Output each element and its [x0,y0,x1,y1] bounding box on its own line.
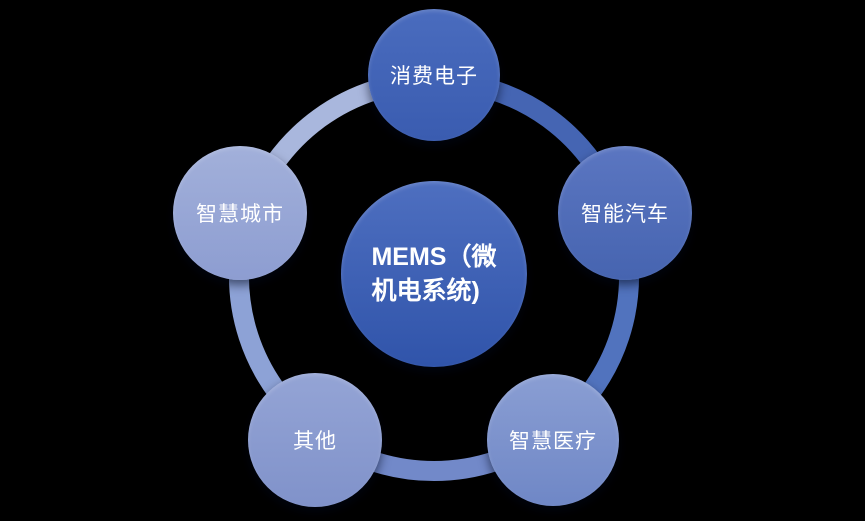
node-smart-vehicle: 智能汽车 [558,146,692,280]
node-mems-center: MEMS（微 机电系统) [341,181,527,367]
node-label-smart-healthcare: 智慧医疗 [509,430,597,453]
node-label-smart-vehicle: 智能汽车 [581,203,669,226]
node-smart-city: 智慧城市 [173,146,307,280]
center-label-line-1: MEMS（微 [371,243,497,271]
node-label-others: 其他 [293,430,337,453]
node-label-smart-city: 智慧城市 [196,203,284,226]
center-label-line-2: 机电系统) [371,277,480,305]
node-consumer-electronics: 消费电子 [368,9,500,141]
node-smart-healthcare: 智慧医疗 [487,374,619,506]
center-node-label: MEMS（微 机电系统) [371,240,496,308]
node-others: 其他 [248,373,382,507]
node-label-consumer-electronics: 消费电子 [390,65,478,88]
